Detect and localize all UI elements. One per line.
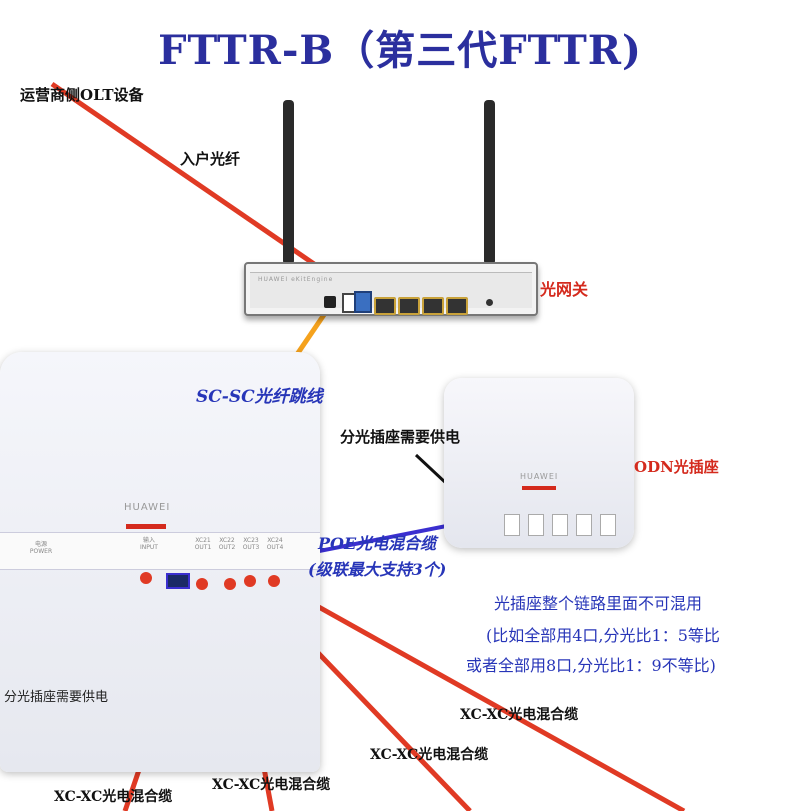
label-left-power-note: 分光插座需要供电 xyxy=(4,690,109,705)
optical-gateway-device: HUAWEI eKitEngine xyxy=(244,262,538,316)
label-home-fiber: 入户光纤 xyxy=(180,150,241,168)
power-port xyxy=(324,296,336,308)
pon-port xyxy=(354,291,372,313)
odn-port-2 xyxy=(528,514,544,536)
big-port-strip: 电源 POWER 输入 INPUT XC21 OUT1 XC22 OUT2 XC… xyxy=(0,532,320,570)
reset-button xyxy=(486,299,493,306)
odn-port-5 xyxy=(600,514,616,536)
note-line-2: (比如全部用4口,分光比1：5等比 xyxy=(486,626,720,645)
olt-fiber-line xyxy=(50,81,354,293)
label-poe-cable-line2: (级联最大支持3个) xyxy=(308,560,447,579)
poe-connector xyxy=(166,573,190,589)
router-antenna-left xyxy=(283,100,294,265)
label-xc-cable-c: XC-XC光电混合缆 xyxy=(212,777,331,793)
label-xc-cable-a: XC-XC光电混合缆 xyxy=(460,707,579,723)
router-antenna-right xyxy=(484,100,495,265)
label-xc-cable-d: XC-XC光电混合缆 xyxy=(54,789,173,805)
label-odn-socket: ODN光插座 xyxy=(634,458,719,476)
big-out1-label: XC21 OUT1 xyxy=(194,537,212,551)
router-brand: HUAWEI eKitEngine xyxy=(258,276,334,283)
big-brand: HUAWEI xyxy=(124,502,171,513)
odn-brand: HUAWEI xyxy=(520,472,559,481)
big-out2-label: XC22 OUT2 xyxy=(218,537,236,551)
big-red-indicator xyxy=(126,524,166,529)
big-out3-label: XC23 OUT3 xyxy=(242,537,260,551)
odn-port-3 xyxy=(552,514,568,536)
out1-connector-dot xyxy=(196,578,208,590)
lan-port-3 xyxy=(422,297,444,315)
odn-red-indicator xyxy=(522,486,556,490)
out3-connector-dot xyxy=(244,575,256,587)
big-input-label: 输入 INPUT xyxy=(140,537,158,551)
big-power-label: 电源 POWER xyxy=(29,541,53,555)
main-optical-socket-device: HUAWEI 电源 POWER 输入 INPUT XC21 OUT1 XC22 … xyxy=(0,352,320,772)
label-optical-gateway: 光网关 xyxy=(540,280,589,299)
label-poe-cable-line1: POE光电混合缆 xyxy=(318,534,437,553)
label-sc-sc-patch: SC-SC光纤跳线 xyxy=(196,387,323,407)
odn-port-1 xyxy=(504,514,520,536)
page-title: FTTR-B（第三代FTTR) xyxy=(158,27,642,74)
lan-port-1 xyxy=(374,297,396,315)
lan-port-4 xyxy=(446,297,468,315)
out2-connector-dot xyxy=(224,578,236,590)
out4-connector-dot xyxy=(268,575,280,587)
label-operator-olt: 运营商侧OLT设备 xyxy=(20,86,144,104)
label-odn-power-note: 分光插座需要供电 xyxy=(340,428,461,446)
note-line-1: 光插座整个链路里面不可混用 xyxy=(494,594,703,613)
note-line-3: 或者全部用8口,分光比1：9不等比) xyxy=(466,656,716,675)
big-out4-label: XC24 OUT4 xyxy=(266,537,284,551)
label-xc-cable-b: XC-XC光电混合缆 xyxy=(370,747,489,763)
odn-socket-device: HUAWEI xyxy=(444,378,634,548)
input-connector-dot xyxy=(140,572,152,584)
xc-line-4 xyxy=(272,579,686,811)
odn-port-4 xyxy=(576,514,592,536)
lan-port-2 xyxy=(398,297,420,315)
